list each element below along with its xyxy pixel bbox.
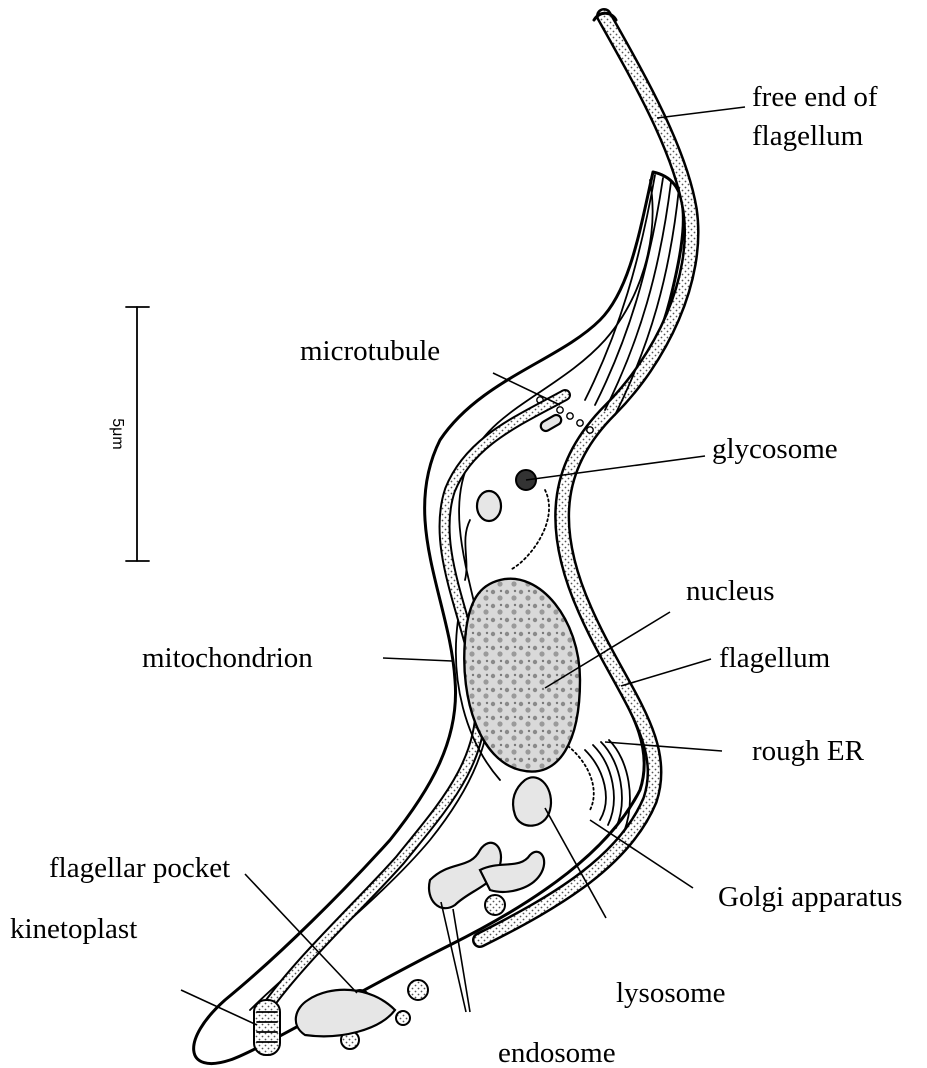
leader-glycosome [526,456,705,480]
label-free-end-line2: flagellum [752,120,864,152]
label-golgi: Golgi apparatus [718,881,902,913]
label-nucleus: nucleus [686,575,775,607]
rough-er [510,490,549,570]
label-free-end-line1: free end of [752,81,878,113]
flagellum-body [480,16,692,940]
lysosome [513,777,551,825]
scale-bar: 5μm [109,307,149,561]
label-kinetoplast: kinetoplast [10,913,137,945]
leader-endosome-a [441,902,466,1012]
kinetoplast [254,1000,280,1055]
scale-bar-label: 5μm [109,418,126,449]
leader-rough-er [605,742,722,751]
leader-mitochondrion [383,658,452,661]
leader-flagellum [621,659,711,686]
label-flagellar-pocket: flagellar pocket [49,852,230,884]
label-endosome: endosome [498,1037,616,1068]
label-microtubule: microtubule [300,335,440,367]
cell-outline [194,172,684,1064]
leader-free-end [657,107,745,118]
leader-kinetoplast [181,990,257,1025]
label-glycosome: glycosome [712,433,838,465]
leader-endosome-b [453,909,470,1012]
label-mitochondrion: mitochondrion [142,642,313,674]
label-flagellum: flagellum [719,642,831,674]
flagellar-pocket [296,990,395,1037]
label-lysosome: lysosome [616,977,726,1009]
label-rough-er: rough ER [752,735,865,767]
